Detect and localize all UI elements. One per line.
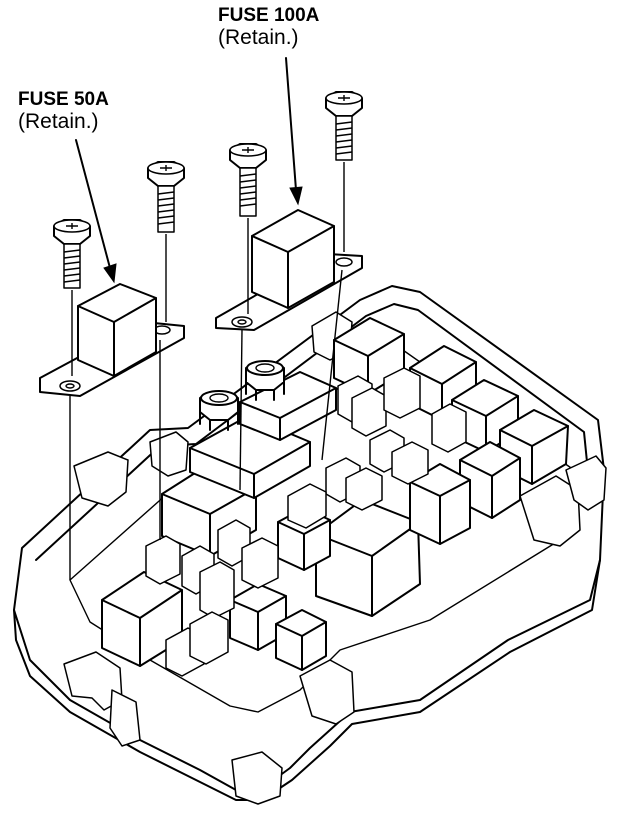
- fuse-100a-note: (Retain.): [218, 26, 299, 49]
- bolt-1: [53, 219, 91, 289]
- bolt-2: [147, 161, 185, 233]
- fuse-100a-label: FUSE 100A (Retain.): [218, 6, 319, 48]
- alignment-lines: [69, 162, 345, 580]
- fuse-100a: [215, 209, 363, 331]
- fuse-50a-title: FUSE 50A: [18, 89, 109, 110]
- stud-nut-left: [199, 390, 239, 431]
- mini-fuses: [145, 367, 467, 677]
- label-arrows: [75, 57, 303, 284]
- relay-blocks: [101, 317, 569, 671]
- bolt-3: [229, 143, 267, 217]
- bolt-4: [325, 91, 363, 161]
- terminal-block: [189, 371, 337, 499]
- fuse-100a-title: FUSE 100A: [218, 5, 320, 26]
- fuse-50a: [39, 283, 185, 397]
- fuse-50a-label: FUSE 50A (Retain.): [18, 90, 109, 132]
- fuse-50a-note: (Retain.): [18, 110, 99, 133]
- stud-nut-right: [245, 360, 285, 401]
